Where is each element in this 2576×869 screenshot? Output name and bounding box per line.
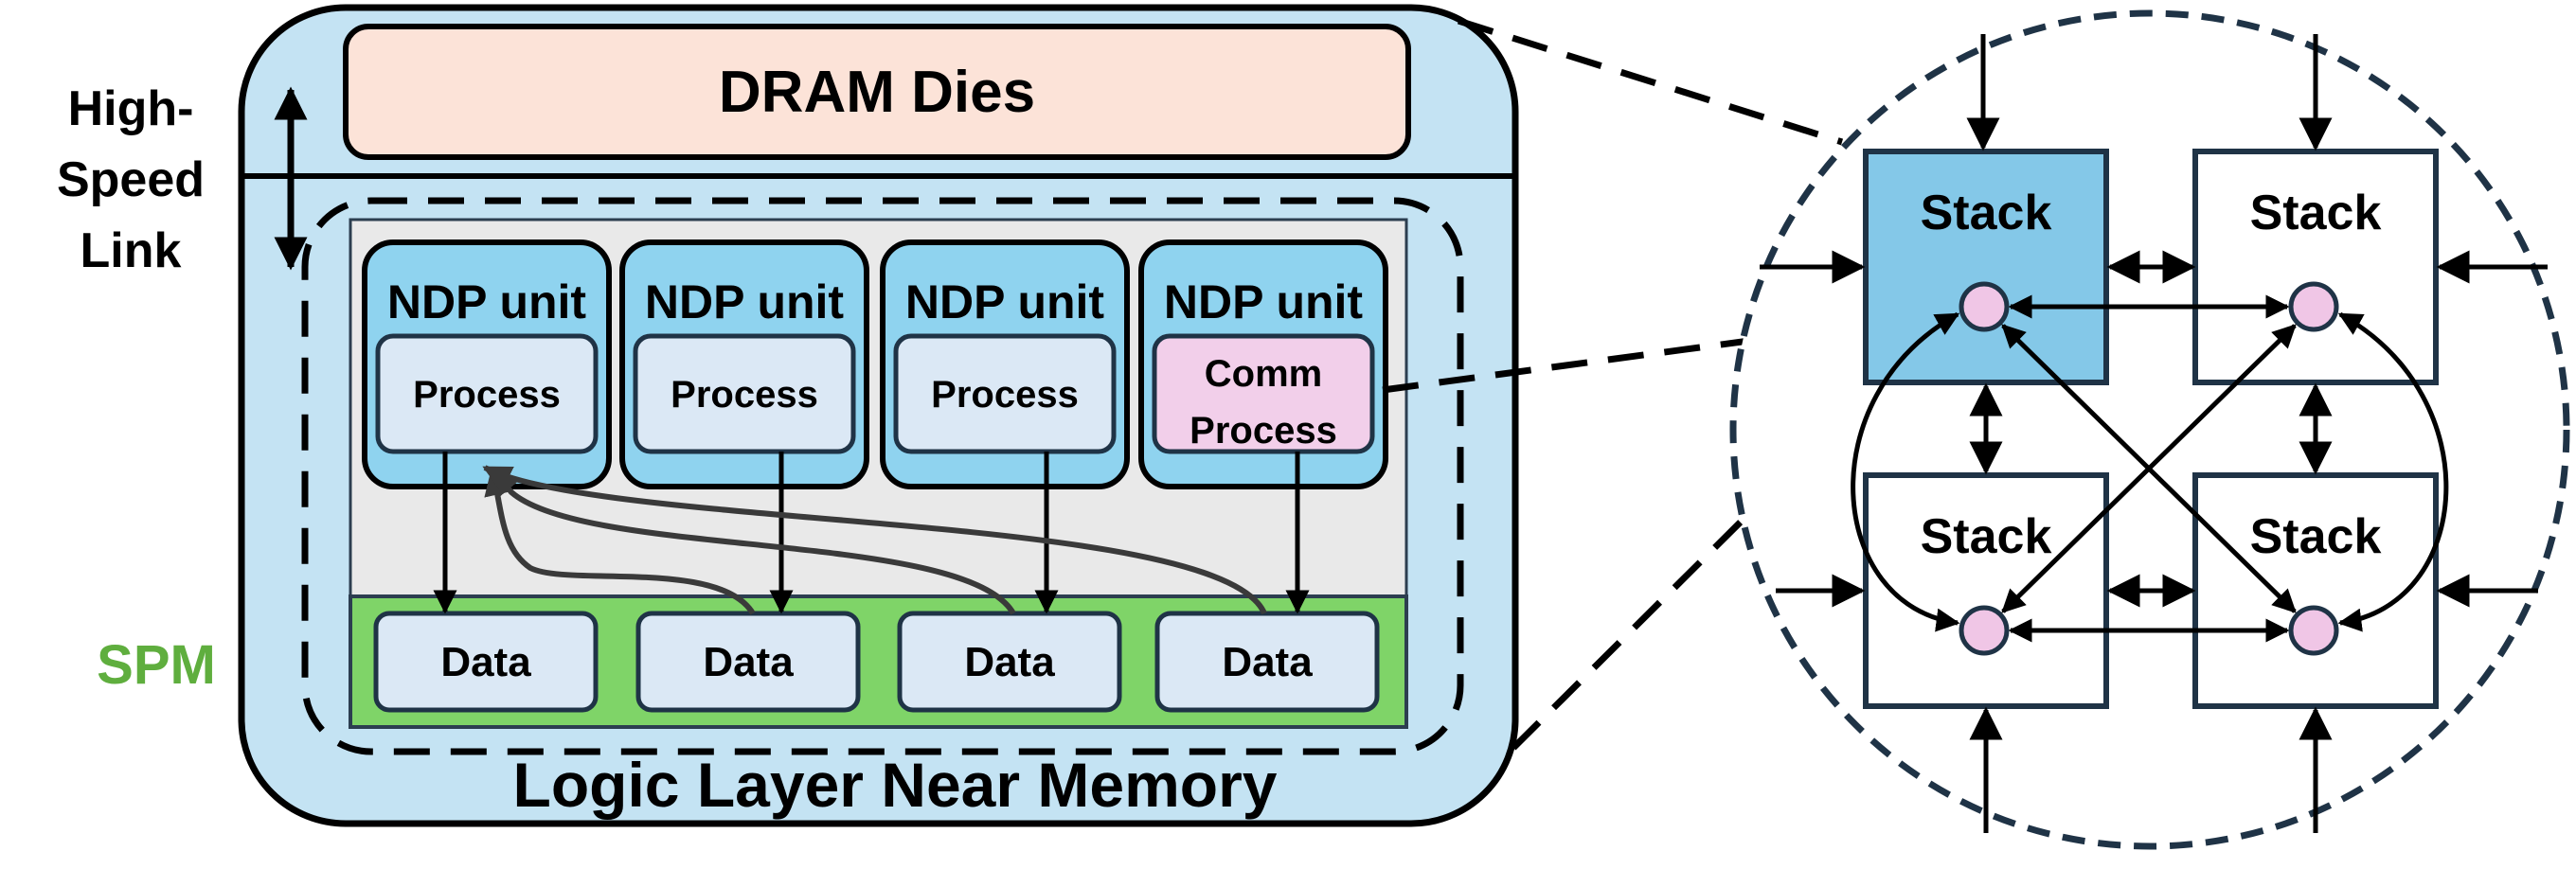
stack-link-diagonal-2 [2001, 324, 2297, 613]
ndp-data-flow [433, 452, 1310, 615]
process-label: Process [1190, 410, 1337, 452]
dram-dies-box [343, 24, 1411, 160]
comm-process-box [1152, 333, 1375, 454]
data-block [373, 611, 599, 713]
ndp-unit-title: NDP unit [387, 275, 587, 328]
stack-link-right-curve [2337, 311, 2449, 632]
process-label: Comm [1205, 353, 1322, 395]
data-label: Data [703, 639, 794, 685]
stack-node [2288, 605, 2339, 656]
data-to-process-return-arrow [482, 465, 1267, 615]
process-box [893, 333, 1117, 454]
stack-node [1959, 605, 2010, 656]
data-block [635, 611, 861, 713]
stack-label: Stack [1921, 509, 2052, 564]
data-label: Data [440, 639, 531, 685]
high-speed-link: High- Speed Link [57, 81, 308, 278]
spm-label: SPM [97, 634, 216, 696]
stack-label: Stack [1921, 186, 2052, 240]
stack-link-left-curve [1851, 311, 1960, 632]
ndp-unit-title: NDP unit [1164, 275, 1364, 328]
data-label: Data [1222, 639, 1313, 685]
process-label: Process [413, 374, 561, 416]
zoom-circle [1729, 9, 2570, 850]
data-to-process-return-arrow [484, 467, 756, 615]
process-label: Process [931, 374, 1079, 416]
link-label-line2: Speed [57, 152, 205, 207]
data-block [1154, 611, 1380, 713]
logic-layer-label: Logic Layer Near Memory [513, 750, 1278, 820]
stack-label: Stack [2250, 509, 2382, 564]
data-label: Data [964, 639, 1055, 685]
stack-label: Stack [2250, 186, 2382, 240]
data-to-process-return-arrow [490, 467, 1016, 615]
process-box [633, 333, 856, 454]
dram-dies-label: DRAM Dies [719, 60, 1035, 125]
link-label-line1: High- [68, 81, 194, 136]
stack-node [1959, 281, 2010, 332]
stack-node [2288, 281, 2339, 332]
ndp-unit-title: NDP unit [645, 275, 845, 328]
process-box [375, 333, 599, 454]
zoom-connector-top [1457, 17, 1844, 146]
link-label-line3: Link [80, 223, 182, 278]
stack-interconnect [1760, 34, 2548, 833]
ndp-unit-title: NDP unit [905, 275, 1105, 328]
process-label: Process [671, 374, 818, 416]
data-block [897, 611, 1122, 713]
spm-data-blocks: Data Data Data Data [373, 611, 1380, 713]
logic-layer-region [301, 197, 1464, 755]
